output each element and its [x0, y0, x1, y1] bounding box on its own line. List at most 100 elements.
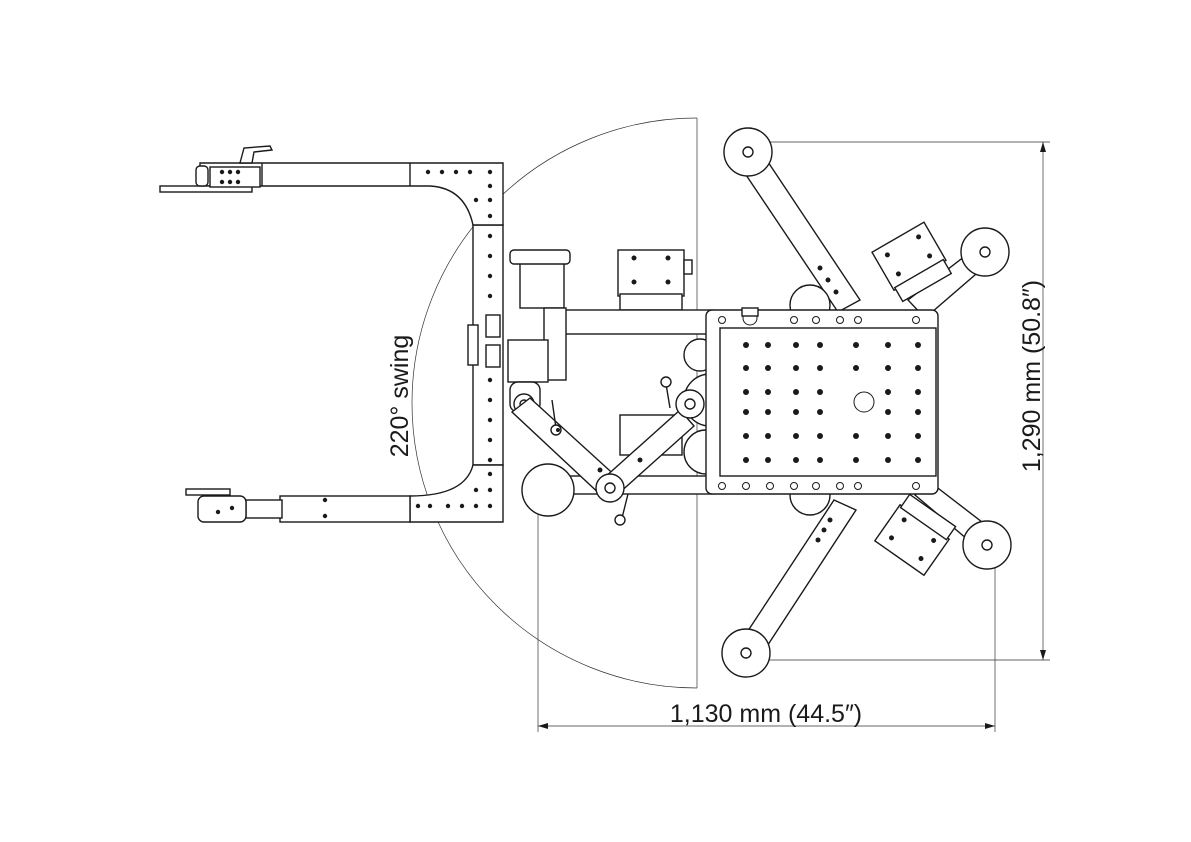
hole [487, 253, 493, 259]
hole [235, 169, 241, 175]
hole [487, 273, 493, 279]
hole [453, 169, 459, 175]
hole [718, 482, 726, 490]
hole [743, 365, 749, 371]
hole [765, 389, 771, 395]
hole [487, 169, 493, 175]
hole [765, 433, 771, 439]
hole [487, 197, 493, 203]
hole [790, 316, 798, 324]
hole [885, 342, 891, 348]
hole [743, 389, 749, 395]
hole [817, 365, 823, 371]
hole [487, 397, 493, 403]
hole [793, 389, 799, 395]
hole [885, 365, 891, 371]
outrigger-legs [721, 127, 1012, 678]
hole [915, 433, 921, 439]
hole [229, 505, 235, 511]
hole [853, 365, 859, 371]
hole [765, 365, 771, 371]
hole [915, 365, 921, 371]
head-unit [507, 249, 571, 415]
hole [487, 417, 493, 423]
height-label: 1,290 mm (50.8″) [1018, 280, 1046, 472]
hole [742, 482, 750, 490]
hole [790, 482, 798, 490]
hole [912, 482, 920, 490]
hole [915, 342, 921, 348]
hole [487, 213, 493, 219]
width-label: 1,130 mm (44.5″) [670, 700, 862, 728]
hole [459, 503, 465, 509]
hole [812, 316, 820, 324]
hole [885, 409, 891, 415]
hole [817, 409, 823, 415]
hole [743, 409, 749, 415]
hole [227, 169, 233, 175]
hole [817, 433, 823, 439]
hole [743, 342, 749, 348]
width-dimension [537, 485, 996, 732]
hole [487, 471, 493, 477]
hole [322, 497, 328, 503]
hole [215, 509, 221, 515]
hole [765, 409, 771, 415]
swing-label: 220° swing [386, 335, 414, 458]
hole [487, 183, 493, 189]
hole [912, 316, 920, 324]
base-plate [705, 307, 939, 495]
base-plate-holes [718, 316, 921, 490]
bottom-arm [185, 464, 504, 523]
hole [766, 482, 774, 490]
hole [793, 457, 799, 463]
swing-arc [411, 117, 698, 689]
hole [793, 409, 799, 415]
hole [487, 377, 493, 383]
hole [854, 482, 862, 490]
hole [885, 457, 891, 463]
hole [817, 389, 823, 395]
hole [445, 503, 451, 509]
hole [743, 433, 749, 439]
hole [765, 457, 771, 463]
hole [487, 293, 493, 299]
swing-linkage [510, 376, 705, 526]
hole [853, 457, 859, 463]
hole [425, 169, 431, 175]
hole [854, 316, 862, 324]
hole [836, 316, 844, 324]
hole [718, 316, 726, 324]
hole [765, 342, 771, 348]
hole [235, 179, 241, 185]
hole [487, 437, 493, 443]
hole [743, 457, 749, 463]
hole [487, 487, 493, 493]
hole [487, 457, 493, 463]
top-arm [159, 145, 504, 226]
hole [885, 389, 891, 395]
hole [322, 513, 328, 519]
hole [915, 389, 921, 395]
hole [817, 457, 823, 463]
hole [915, 409, 921, 415]
hole [915, 457, 921, 463]
height-dimension [760, 141, 1050, 661]
hole [812, 482, 820, 490]
mast-column [467, 224, 504, 466]
hole [793, 433, 799, 439]
hole [467, 169, 473, 175]
hole [473, 503, 479, 509]
hole [439, 169, 445, 175]
hole [415, 503, 421, 509]
arm-holes [215, 169, 493, 519]
hole [487, 503, 493, 509]
hole [487, 233, 493, 239]
hole [219, 179, 225, 185]
hole [473, 197, 479, 203]
hole [836, 482, 844, 490]
hole [427, 503, 433, 509]
hole [853, 342, 859, 348]
hole [885, 433, 891, 439]
